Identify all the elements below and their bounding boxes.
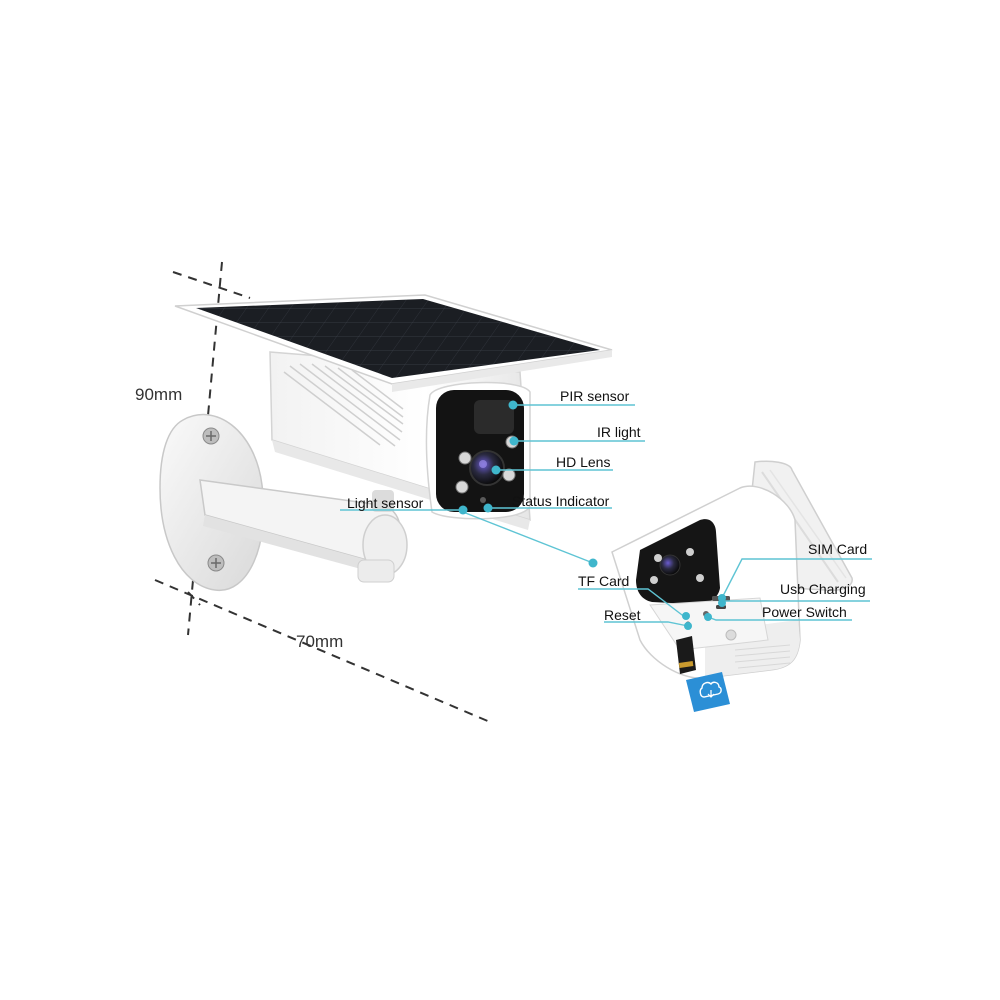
lens-icon xyxy=(469,450,505,486)
ir-led-icon xyxy=(502,468,516,482)
status-indicator-label: Status Indicator xyxy=(512,493,610,509)
mount-hole-icon xyxy=(725,629,737,641)
ir-led-icon xyxy=(458,451,472,465)
pir-sensor-dot xyxy=(508,400,518,410)
main-camera xyxy=(159,294,613,591)
pir-sensor-window xyxy=(474,400,514,434)
body-vents xyxy=(283,363,404,447)
width-dimension-line xyxy=(154,579,491,723)
pir-sensor-label: PIR sensor xyxy=(560,388,630,404)
tf-card-dot xyxy=(682,612,690,620)
ir-led-icon xyxy=(654,554,662,562)
tf-card-label: TF Card xyxy=(578,573,629,589)
detail-view-dot xyxy=(588,558,598,568)
ir-led-icon xyxy=(650,576,658,584)
width-dimension-label: 70mm xyxy=(296,632,343,651)
usb-charging-dot xyxy=(718,599,726,607)
lens-icon xyxy=(659,554,681,576)
reset-dot xyxy=(684,622,692,630)
main-callout-dots xyxy=(458,400,598,568)
power-switch-label: Power Switch xyxy=(762,604,847,620)
main-callouts xyxy=(340,404,645,564)
camera-detail-view xyxy=(611,460,853,712)
detail-callout-dots xyxy=(682,594,726,630)
hd-lens-label: HD Lens xyxy=(556,454,610,470)
ir-light-dot xyxy=(509,436,519,446)
mount-arm xyxy=(199,479,408,583)
top-guide-line xyxy=(172,271,251,299)
status-led-icon xyxy=(480,497,486,503)
underside-vents xyxy=(734,644,791,669)
ir-led-icon xyxy=(455,480,469,494)
ir-led-icon xyxy=(696,574,704,582)
tf-card-icon xyxy=(676,636,696,674)
bottom-guide-line xyxy=(187,591,201,606)
ir-led-icon xyxy=(686,548,694,556)
sim-card-icon xyxy=(686,672,730,712)
reset-label: Reset xyxy=(604,607,641,623)
lens-face xyxy=(425,381,531,520)
hd-lens-dot xyxy=(491,465,501,475)
reset-leader xyxy=(604,621,689,627)
sim-card-leader xyxy=(721,558,872,599)
height-dimension-label: 90mm xyxy=(135,385,182,404)
status-indicator-dot xyxy=(483,503,493,513)
tf-card-detail-leader xyxy=(462,511,594,564)
light-sensor-dot xyxy=(458,505,468,515)
tf-card-leader xyxy=(578,588,687,619)
sim-card-label: SIM Card xyxy=(808,541,867,557)
usb-charging-label: Usb Charging xyxy=(780,581,866,597)
ir-light-label: IR light xyxy=(597,424,641,440)
power-switch-dot xyxy=(704,613,712,621)
solar-panel xyxy=(174,294,613,392)
light-sensor-label: Light sensor xyxy=(347,495,424,511)
